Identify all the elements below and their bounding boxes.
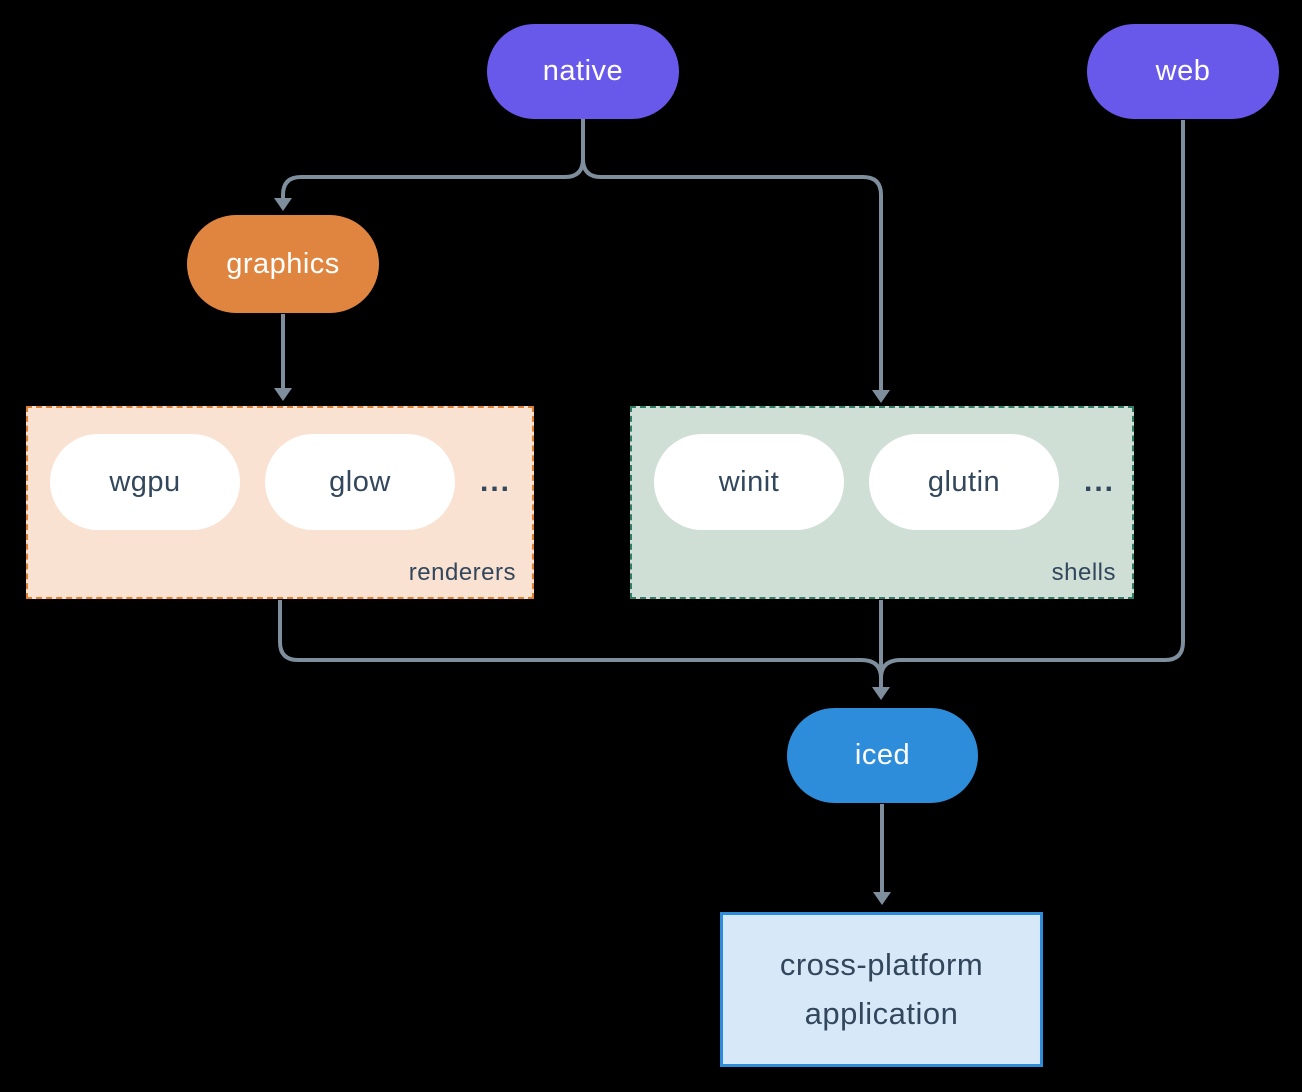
arrowhead-graphics bbox=[274, 198, 292, 211]
node-cross-platform-application: cross-platform application bbox=[720, 912, 1043, 1067]
node-graphics-label: graphics bbox=[226, 247, 340, 280]
edge-web-iced bbox=[879, 120, 1185, 687]
node-native: native bbox=[487, 24, 679, 119]
edge-renderers-iced bbox=[278, 600, 883, 687]
renderers-ellipsis: ... bbox=[480, 465, 512, 498]
arrowhead-app bbox=[873, 892, 891, 905]
node-winit-label: winit bbox=[718, 465, 780, 498]
node-web-label: web bbox=[1155, 55, 1211, 87]
node-glutin: glutin bbox=[869, 434, 1059, 530]
node-winit: winit bbox=[654, 434, 844, 530]
node-web: web bbox=[1087, 24, 1279, 119]
group-shells-label: shells bbox=[1051, 559, 1116, 586]
node-iced: iced bbox=[787, 708, 978, 803]
group-shells: winit glutin ... shells bbox=[630, 406, 1134, 599]
shells-ellipsis: ... bbox=[1084, 465, 1116, 498]
node-iced-label: iced bbox=[854, 739, 911, 771]
group-renderers-label: renderers bbox=[408, 559, 516, 586]
edge-native-shells bbox=[581, 119, 883, 391]
node-wgpu: wgpu bbox=[50, 434, 240, 530]
node-app-label: cross-platform application bbox=[779, 947, 984, 1031]
node-glow-label: glow bbox=[329, 465, 391, 498]
group-renderers: wgpu glow ... renderers bbox=[26, 406, 534, 599]
edge-native-graphics bbox=[281, 119, 585, 200]
node-native-label: native bbox=[542, 55, 624, 87]
arrowhead-shells bbox=[872, 390, 890, 403]
group-renderers-items: wgpu glow ... bbox=[50, 434, 511, 530]
node-wgpu-label: wgpu bbox=[109, 465, 181, 498]
arrowhead-renderers bbox=[274, 388, 292, 401]
arrowhead-iced bbox=[872, 687, 890, 700]
node-glutin-label: glutin bbox=[927, 465, 1001, 498]
node-glow: glow bbox=[265, 434, 455, 530]
node-graphics: graphics bbox=[187, 215, 379, 313]
group-shells-items: winit glutin ... bbox=[654, 434, 1115, 530]
